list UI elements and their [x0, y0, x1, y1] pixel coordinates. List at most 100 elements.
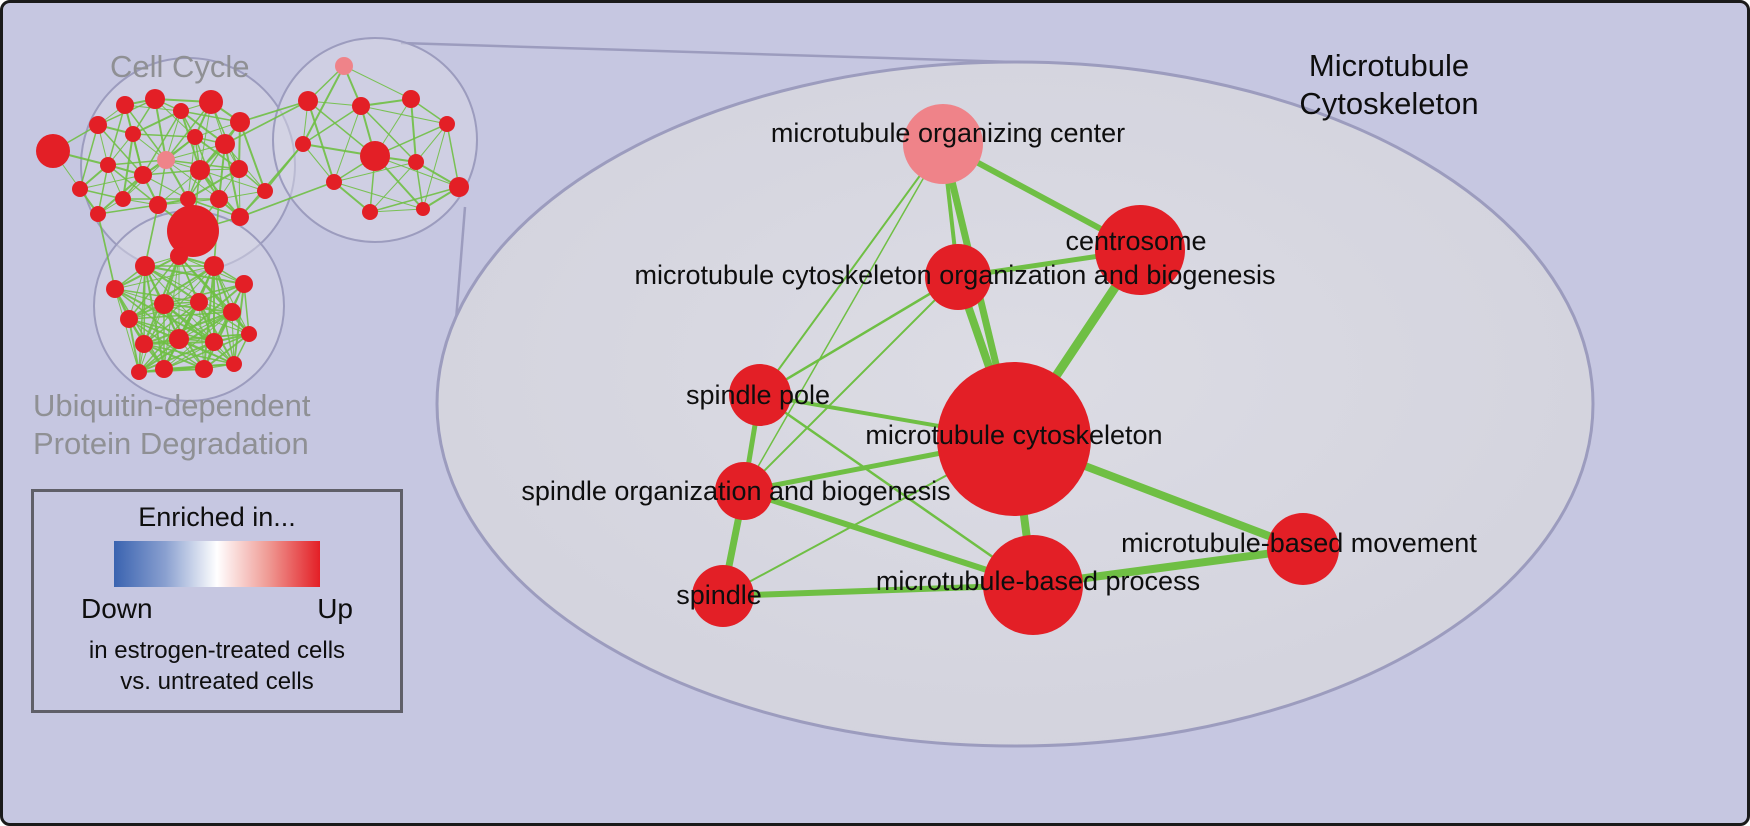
network-figure: microtubule organizing centercentrosomem… — [36, 37, 1595, 748]
minimap-node — [326, 174, 342, 190]
minimap-node — [170, 247, 188, 265]
minimap-edge — [233, 283, 245, 365]
network-edge-sorg-process — [743, 488, 1034, 588]
minimap-edge — [138, 363, 235, 373]
minimap-node — [215, 134, 235, 154]
minimap-bridge-edge — [239, 100, 309, 123]
minimap-node — [352, 97, 370, 115]
zoom-title-line1: Microtubule — [1308, 48, 1470, 83]
network-edge-moc-spole — [759, 143, 944, 396]
legend-axis-labels: Down Up — [81, 593, 353, 625]
minimap-edge — [114, 288, 140, 373]
minimap-edge — [79, 124, 99, 190]
network-node-movement[interactable] — [1267, 513, 1339, 585]
minimap-bridge-edge — [239, 181, 335, 218]
network-node-process[interactable] — [983, 535, 1083, 635]
minimap-node — [149, 196, 167, 214]
network-node-label-centrosome: centrosome — [1065, 226, 1206, 256]
minimap-edge — [79, 174, 144, 190]
network-node-spole[interactable] — [729, 364, 791, 426]
cluster-label-ubiquitin-line2: Protein Degradation — [33, 426, 309, 461]
minimap-edge — [144, 265, 233, 313]
minimap-node — [223, 303, 241, 321]
minimap-edge — [124, 104, 167, 161]
minimap-edge — [415, 123, 448, 163]
minimap-edge — [107, 104, 126, 166]
minimap-edge — [302, 65, 345, 145]
network-node-sorg[interactable] — [715, 462, 773, 520]
minimap-edge — [144, 265, 245, 285]
minimap-edge — [143, 343, 205, 370]
network-node-label-movement: microtubule-based movement — [1121, 528, 1477, 558]
minimap-edge — [132, 133, 196, 138]
minimap-node — [257, 183, 273, 199]
minimap-edge — [410, 98, 417, 163]
minimap-edge — [132, 110, 182, 135]
minimap-edge — [446, 123, 460, 188]
minimap-edge — [97, 164, 109, 215]
minimap-edge — [163, 283, 245, 305]
minimap-edge — [360, 105, 448, 125]
minimap-edge — [369, 186, 460, 213]
minimap-edge — [143, 343, 235, 365]
zoom-title-line2: Cytoskeleton — [1299, 86, 1479, 121]
network-edge-orgbio-spole — [759, 275, 959, 397]
minimap-node — [120, 310, 138, 328]
minimap-node — [135, 256, 155, 276]
minimap-edge — [163, 303, 250, 335]
minimap-edge — [163, 333, 250, 370]
cluster-label-cell-cycle: Cell Cycle — [110, 49, 250, 84]
minimap-node — [195, 360, 213, 378]
minimap-edge — [143, 301, 200, 345]
minimap-cluster-circle-microtubule — [272, 37, 478, 243]
legend-title: Enriched in... — [138, 502, 296, 532]
minimap-node — [89, 116, 107, 134]
minimap-edge — [369, 208, 424, 213]
cluster-label-ubiquitin: Ubiquitin-dependent Protein Degradation — [33, 387, 311, 463]
network-node-label-spindle: spindle — [676, 580, 762, 610]
zoom-network-nodes — [692, 104, 1339, 635]
network-node-centrosome[interactable] — [1095, 205, 1185, 295]
minimap-bridge-edge — [224, 100, 309, 145]
minimap-bridge-edge — [97, 213, 116, 290]
minimap-node — [167, 205, 219, 257]
network-node-spindle[interactable] — [692, 565, 754, 627]
minimap-node — [145, 89, 165, 109]
minimap-edge — [144, 265, 200, 303]
minimap-edge — [422, 123, 448, 210]
minimap-edge — [165, 101, 212, 161]
minimap-edge — [302, 105, 362, 145]
legend-caption: in estrogen-treated cells vs. untreated … — [34, 635, 400, 697]
minimap-node — [131, 364, 147, 380]
minimap-node — [154, 294, 174, 314]
minimap-edge — [138, 301, 200, 373]
minimap-edge — [138, 341, 215, 373]
minimap-edge — [154, 98, 167, 161]
minimap-node — [230, 160, 248, 178]
minimap-edge — [307, 100, 335, 183]
minimap-edge — [163, 341, 215, 370]
network-edge-moc-sorg — [743, 143, 944, 492]
minimap-node — [190, 160, 210, 180]
minimap-bridge-edge — [144, 204, 159, 267]
minimap-edge — [333, 181, 424, 210]
minimap-node — [205, 333, 223, 351]
minimap-node — [298, 91, 318, 111]
minimap-node — [180, 191, 196, 207]
minimap-edge — [302, 143, 335, 183]
minimap-node — [362, 204, 378, 220]
minimap-node — [402, 90, 420, 108]
network-node-orgbio[interactable] — [925, 244, 991, 310]
minimap-node — [106, 280, 124, 298]
minimap-node — [295, 136, 311, 152]
minimap-edge — [122, 133, 134, 200]
minimap-edge — [198, 301, 235, 365]
zoom-network-labels: microtubule organizing centercentrosomem… — [521, 118, 1477, 610]
network-node-label-sorg: spindle organization and biogenesis — [521, 476, 950, 506]
minimap-node — [72, 181, 88, 197]
magnifier-line — [400, 41, 1046, 65]
minimap-edge — [203, 333, 250, 370]
minimap-edge — [114, 265, 215, 290]
network-node-moc[interactable] — [903, 104, 983, 184]
network-node-mtcyto[interactable] — [937, 362, 1091, 516]
